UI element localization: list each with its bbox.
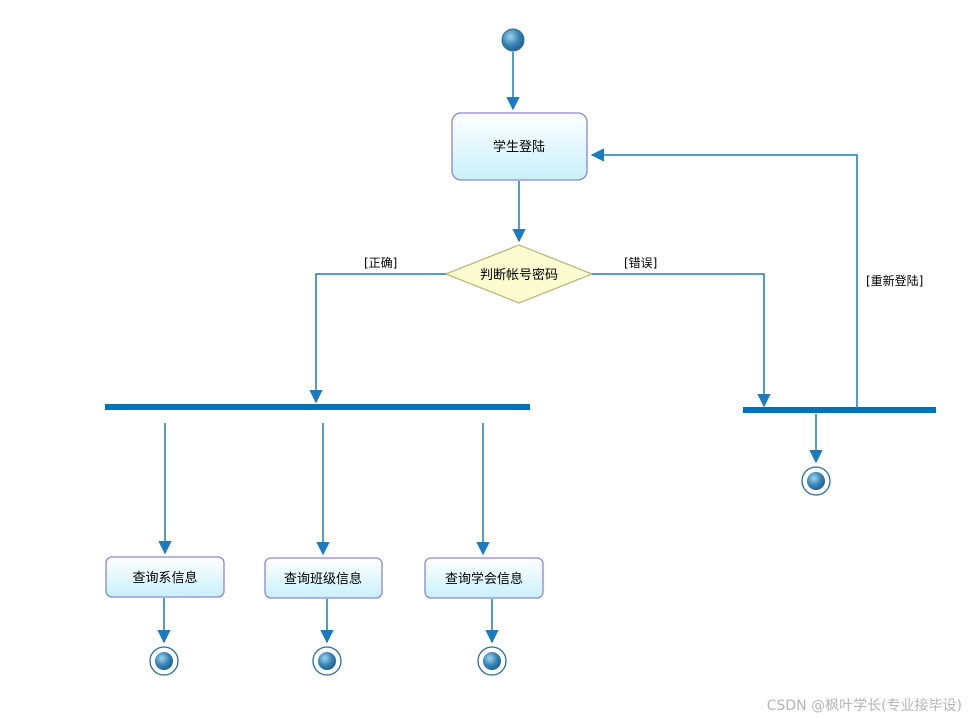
action-query-class: 查询班级信息 [264, 557, 383, 599]
end-node-right [801, 466, 831, 496]
action-query-student-union: 查询学会信息 [424, 557, 544, 599]
action-student-login: 学生登陆 [451, 112, 588, 181]
edge-correct-to-fork [309, 273, 446, 404]
action-query-department: 查询系信息 [105, 556, 225, 598]
end-node-department [149, 646, 179, 676]
action-query-department-label: 查询系信息 [132, 570, 197, 586]
watermark: CSDN @枫叶学长(专业接毕设) [766, 698, 962, 714]
guard-wrong-label: [错误] [624, 256, 657, 270]
action-query-student-union-label: 查询学会信息 [445, 571, 523, 587]
start-node [501, 28, 525, 52]
end-node-class [312, 646, 342, 676]
end-node-union [477, 646, 507, 676]
decision-check-credentials: 判断帐号密码 [444, 244, 594, 304]
edge-relogin-to-login [590, 148, 858, 408]
fork-bar-right [743, 407, 936, 413]
action-student-login-label: 学生登陆 [493, 139, 545, 155]
decision-check-credentials-label: 判断帐号密码 [480, 267, 558, 283]
edge-wrong-to-bar [592, 273, 771, 408]
guard-relogin-label: [重新登陆] [866, 273, 923, 288]
action-query-class-label: 查询班级信息 [284, 571, 362, 587]
guard-correct-label: [正确] [364, 256, 397, 270]
fork-bar-main [105, 404, 530, 410]
